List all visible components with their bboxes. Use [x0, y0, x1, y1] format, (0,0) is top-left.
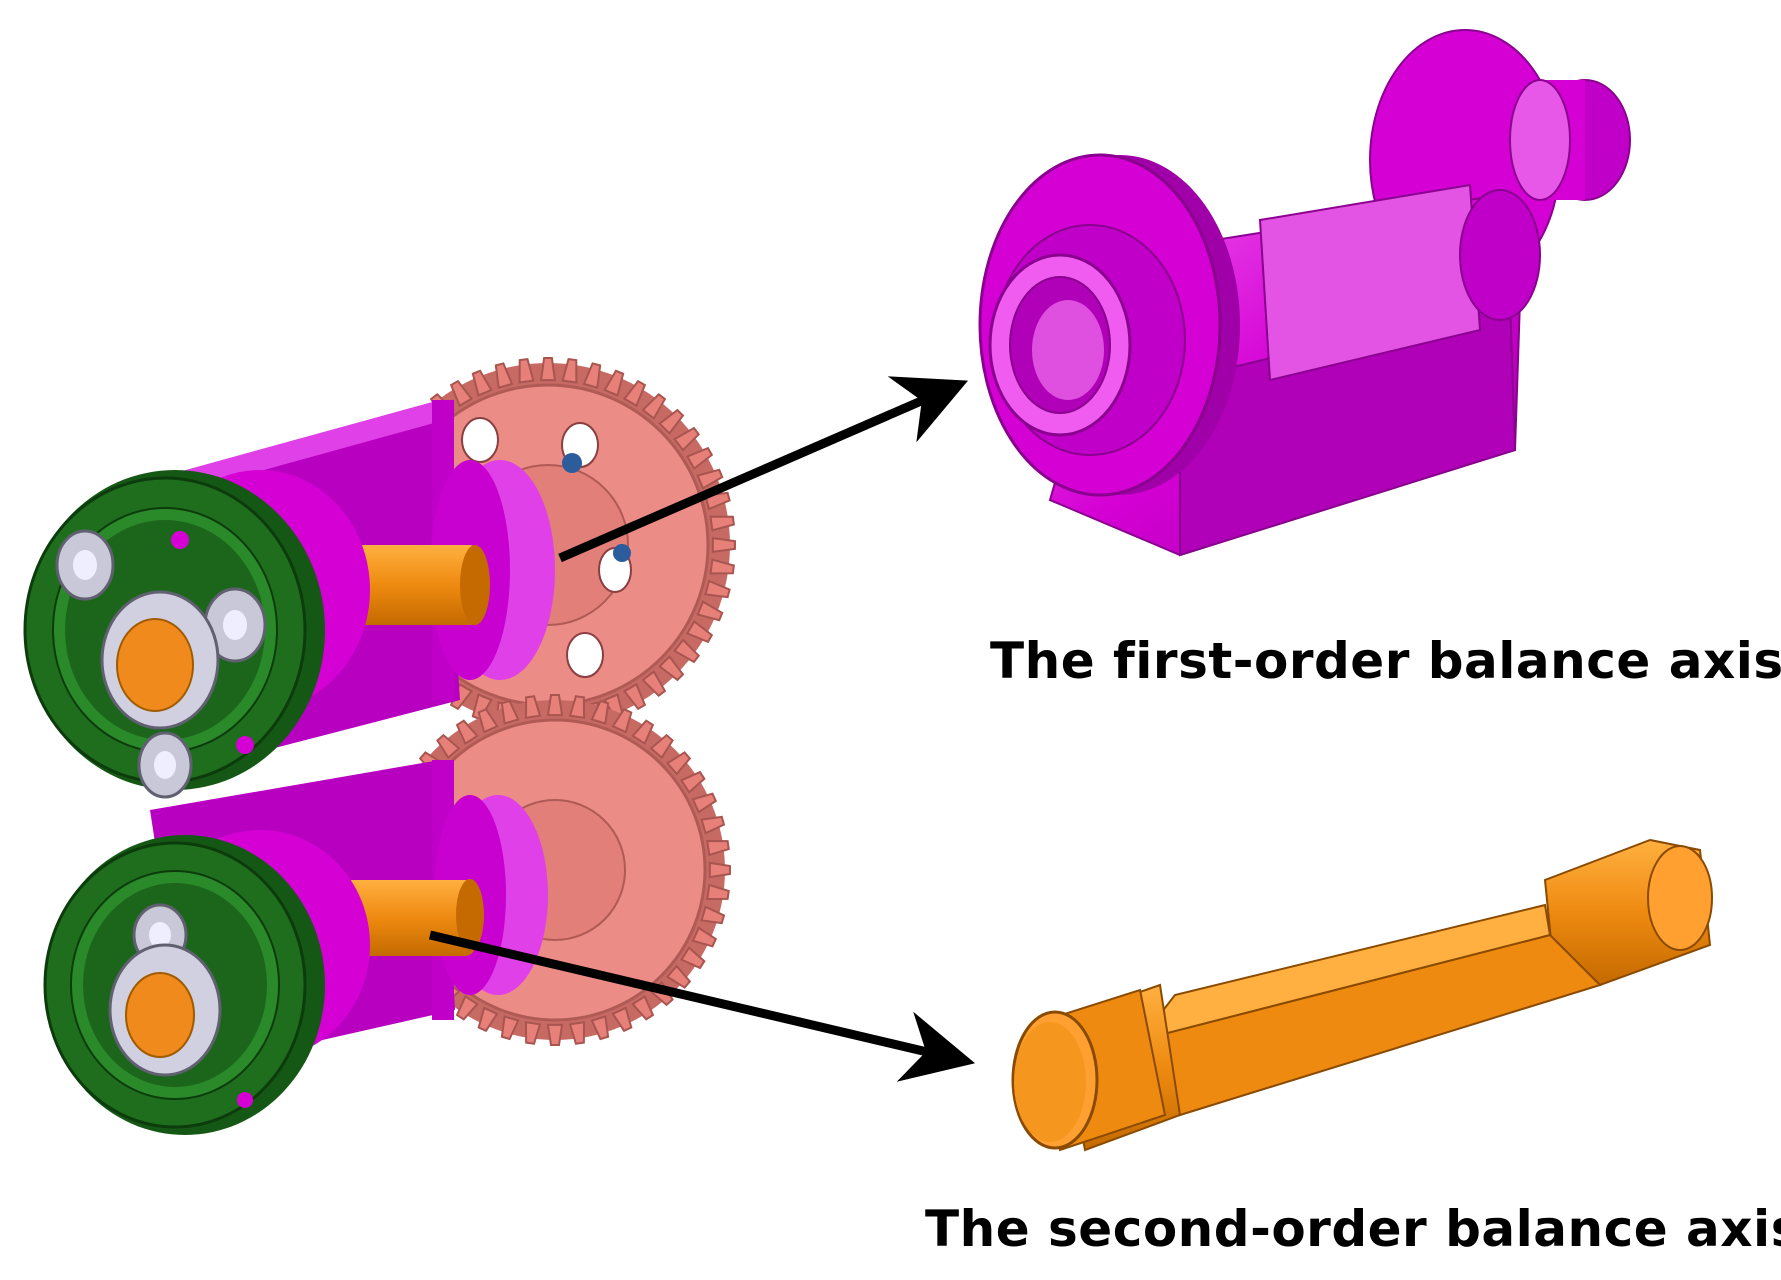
gear-tooth: [631, 994, 655, 1021]
gear-tooth: [449, 682, 474, 711]
gear-tooth: [622, 682, 647, 711]
gear-tooth: [673, 638, 701, 664]
gear-tooth: [494, 362, 514, 389]
gear-tooth: [539, 357, 557, 382]
gear-tooth: [561, 358, 578, 384]
gear-tooth: [546, 1023, 564, 1046]
gear-tooth: [708, 861, 731, 879]
gear-tooth: [706, 839, 730, 857]
gear-tooth: [477, 707, 499, 734]
gear-tooth: [590, 1015, 610, 1041]
arrow-to-second-order-icon: [428, 930, 976, 1082]
gear-tooth: [685, 619, 714, 644]
gear-tooth: [711, 536, 736, 554]
gear-tooth: [568, 1021, 586, 1045]
first-order-label: The first-order balance axis: [990, 632, 1781, 690]
gear-tooth: [679, 770, 706, 794]
gear-tooth: [691, 926, 718, 948]
gear-tooth: [709, 558, 735, 575]
first-order-balance-shaft-icon: [978, 29, 1631, 557]
second-order-label: The second-order balance axis: [925, 1200, 1781, 1258]
gear-tooth: [700, 905, 726, 925]
gear-tooth: [679, 946, 706, 970]
gear-tooth: [622, 379, 647, 408]
gear-tooth: [641, 392, 667, 420]
gear-tooth: [696, 600, 724, 622]
gear-tooth: [524, 1021, 542, 1045]
gear-tooth: [685, 446, 714, 471]
gear-tooth: [590, 699, 610, 725]
gear-tooth: [436, 733, 461, 760]
gear-tooth: [500, 699, 520, 725]
gear-tooth: [658, 655, 685, 682]
gear-tooth: [673, 426, 701, 452]
gear-tooth: [455, 719, 479, 746]
gear-tooth: [649, 733, 674, 760]
balance-shaft-assembly-icon: [23, 357, 736, 1135]
arrow-to-first-order-icon: [558, 376, 969, 563]
second-order-balance-shaft-icon: [1011, 838, 1713, 1152]
gear-tooth: [709, 515, 735, 532]
upper-planetary-gearset-icon: [23, 470, 325, 799]
gear-tooth: [696, 468, 724, 490]
gear-tooth: [706, 883, 730, 901]
gear-tooth: [641, 670, 667, 698]
gear-tooth: [455, 994, 479, 1021]
gear-tooth: [665, 751, 692, 776]
gear-tooth: [471, 369, 493, 397]
gear-tooth: [582, 362, 602, 389]
gear-tooth: [658, 408, 685, 435]
gear-tooth: [477, 1006, 499, 1033]
gear-tooth: [611, 1006, 633, 1033]
gear-tooth: [665, 964, 692, 989]
gear-tooth: [603, 369, 625, 397]
lower-planetary-gearset-icon: [43, 835, 325, 1135]
gear-tooth: [449, 379, 474, 408]
gear-tooth: [524, 695, 542, 719]
gear-tooth: [500, 1015, 520, 1041]
gear-tooth: [631, 719, 655, 746]
gear-tooth: [704, 579, 731, 599]
gear-tooth: [518, 358, 535, 384]
gear-tooth: [568, 695, 586, 719]
gear-tooth: [691, 792, 718, 814]
gear-tooth: [546, 694, 564, 717]
gear-tooth: [611, 707, 633, 734]
gear-tooth: [700, 815, 726, 835]
